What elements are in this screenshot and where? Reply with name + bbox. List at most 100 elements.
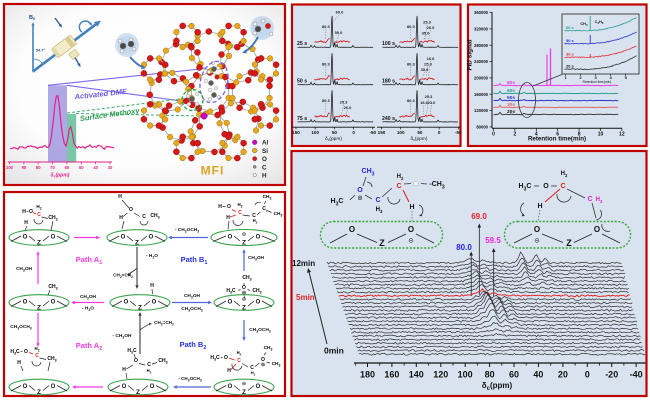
svg-text:O: O: [534, 225, 540, 234]
svg-text:30s: 30s: [507, 102, 515, 108]
svg-text:50.0: 50.0: [335, 30, 344, 35]
svg-text:CH3: CH3: [47, 356, 56, 363]
svg-text:5: 5: [625, 75, 628, 80]
svg-text:C: C: [262, 206, 266, 212]
svg-text:2: 2: [514, 131, 517, 137]
svg-text:C: C: [560, 183, 565, 190]
svg-text:•: •: [266, 208, 268, 213]
svg-text:H: H: [122, 367, 126, 373]
svg-text:CH3OCH3: CH3OCH3: [249, 327, 271, 334]
svg-text:12min: 12min: [292, 259, 315, 268]
svg-text:CH3: CH3: [362, 168, 375, 177]
svg-text:O: O: [224, 355, 228, 361]
svg-text:Z: Z: [242, 389, 246, 396]
svg-text:1: 1: [564, 75, 567, 80]
svg-text:5min: 5min: [296, 293, 315, 302]
svg-text:CH3: CH3: [272, 361, 281, 368]
svg-text:O: O: [121, 235, 126, 241]
svg-text:O: O: [24, 349, 28, 355]
svg-text:140: 140: [409, 370, 424, 380]
svg-text:60s: 60s: [507, 88, 515, 94]
svg-text:16.6: 16.6: [420, 100, 429, 105]
svg-text:8: 8: [578, 131, 581, 137]
svg-text:30: 30: [108, 165, 113, 170]
svg-text:Z: Z: [135, 240, 139, 247]
svg-text:H2: H2: [238, 202, 243, 208]
svg-text:Path B2: Path B2: [180, 340, 207, 351]
svg-text:50: 50: [332, 130, 338, 135]
svg-text:280000: 280000: [474, 43, 489, 48]
svg-text:O: O: [51, 300, 56, 306]
svg-text:120: 120: [433, 370, 448, 380]
svg-text:O: O: [349, 225, 355, 234]
svg-text:H3C: H3C: [210, 355, 220, 362]
svg-text:CH3: CH3: [158, 358, 167, 365]
svg-text:H: H: [226, 215, 230, 221]
svg-text:O: O: [149, 235, 154, 241]
svg-text:B0: B0: [29, 15, 35, 21]
svg-text:- CH3OCH3: - CH3OCH3: [178, 376, 202, 383]
svg-text:-20: -20: [605, 370, 618, 380]
svg-text:Z: Z: [37, 305, 41, 312]
svg-text:C: C: [238, 210, 242, 216]
svg-text:H3C: H3C: [519, 183, 532, 192]
svg-text:Al: Al: [262, 140, 269, 147]
svg-text:O: O: [256, 384, 261, 390]
svg-text:O: O: [23, 235, 28, 241]
svg-text:60.0: 60.0: [336, 9, 345, 14]
svg-text:0min: 0min: [324, 346, 344, 356]
svg-text:Si: Si: [262, 148, 268, 155]
svg-text:O: O: [261, 357, 265, 363]
svg-text:-CH3: -CH3: [429, 181, 444, 190]
svg-text:80.3: 80.3: [322, 61, 331, 66]
svg-text:H2: H2: [36, 204, 41, 211]
svg-text:35.0: 35.0: [421, 67, 430, 72]
svg-text:H: H: [409, 204, 414, 211]
svg-text:Path A1: Path A1: [76, 255, 103, 266]
svg-text:40: 40: [533, 370, 543, 380]
svg-text:54.7°: 54.7°: [36, 49, 45, 53]
svg-text:80: 80: [36, 165, 41, 170]
svg-text:Path B1: Path B1: [181, 255, 208, 266]
svg-text:50: 50: [79, 165, 84, 170]
svg-text:100: 100: [311, 130, 319, 135]
svg-text:240000: 240000: [474, 59, 489, 64]
svg-text:Z: Z: [136, 389, 140, 396]
svg-text:O: O: [29, 209, 33, 215]
svg-text:CH2=CH2: CH2=CH2: [154, 320, 174, 327]
svg-text:CH3OH: CH3OH: [80, 294, 97, 301]
svg-text:-40: -40: [630, 370, 643, 380]
svg-text:H3C: H3C: [331, 198, 344, 207]
svg-text:Z: Z: [37, 240, 41, 247]
svg-text:H: H: [118, 194, 122, 200]
svg-text:26.0: 26.0: [427, 25, 436, 30]
svg-text:0: 0: [492, 131, 495, 137]
svg-text:O: O: [23, 384, 28, 390]
svg-text:H: H: [227, 368, 231, 374]
svg-text:CH3: CH3: [252, 288, 261, 295]
svg-text:CH4: CH4: [580, 22, 587, 27]
svg-text:50 s: 50 s: [297, 79, 307, 85]
svg-text:50 s: 50 s: [566, 38, 575, 43]
svg-text:H: H: [537, 203, 542, 210]
svg-text:CH3: CH3: [242, 275, 251, 282]
svg-text:C: C: [396, 183, 401, 190]
svg-text:O: O: [129, 207, 133, 213]
svg-text:O: O: [150, 384, 155, 390]
svg-text:320000: 320000: [474, 27, 489, 32]
svg-text:CH3: CH3: [263, 194, 272, 201]
svg-text:H: H: [24, 220, 28, 226]
svg-text:O: O: [256, 300, 261, 306]
svg-text:100: 100: [458, 370, 473, 380]
svg-text:Z: Z: [138, 305, 142, 312]
svg-text:Z: Z: [37, 389, 41, 396]
svg-text:CH3OH: CH3OH: [184, 293, 201, 300]
svg-text:25 s: 25 s: [297, 41, 307, 47]
svg-text:C: C: [35, 353, 39, 359]
svg-text:H2: H2: [147, 368, 152, 374]
svg-text:O: O: [408, 225, 414, 234]
svg-text:O: O: [228, 384, 233, 390]
svg-text:16.6: 16.6: [427, 56, 436, 61]
svg-text:C: C: [147, 362, 151, 368]
svg-text:100 s: 100 s: [382, 41, 395, 47]
